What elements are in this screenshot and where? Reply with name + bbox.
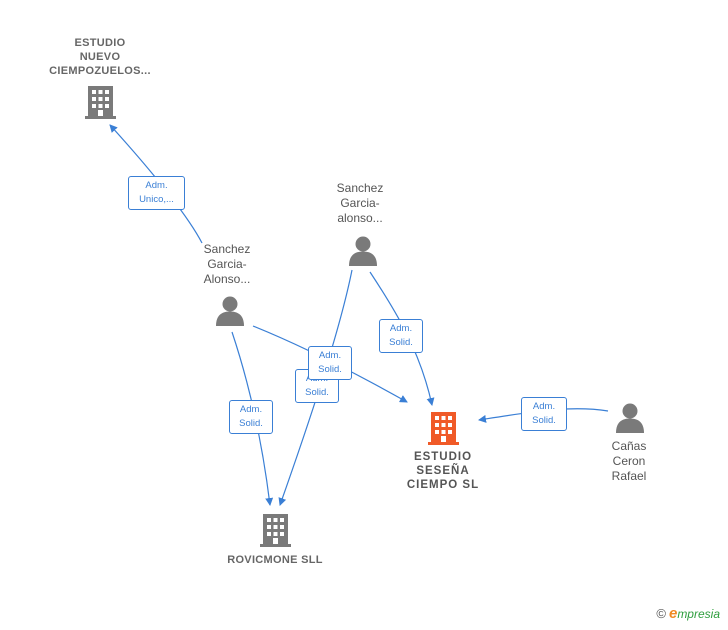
company-label-rovicmone[interactable]: ROVICMONE SLL: [227, 554, 323, 566]
building-icon[interactable]: [85, 86, 116, 119]
edge-label-e3[interactable]: Adm. Solid.: [308, 346, 352, 380]
edge-label-e1[interactable]: Adm. Unico,...: [128, 176, 185, 210]
edge-label-e2[interactable]: Adm. Solid.: [229, 400, 273, 434]
brand-footer: ©empresia: [656, 605, 720, 622]
brand-logo-initial: e: [668, 605, 678, 622]
company-label-estudio-nuevo[interactable]: ESTUDIO NUEVO CIEMPOZUELOS...: [49, 37, 151, 77]
company-label-estudio-sesena[interactable]: ESTUDIO SESEÑA CIEMPO SL: [406, 451, 480, 491]
building-icon[interactable]: [260, 514, 291, 547]
edge-label-e6[interactable]: Adm. Solid.: [521, 397, 567, 431]
person-label-canas[interactable]: Cañas Ceron Rafael: [611, 439, 647, 483]
edge-label-e5[interactable]: Adm. Solid.: [379, 319, 423, 353]
person-icon[interactable]: [349, 236, 377, 267]
brand-logo-text: mpresia: [677, 607, 720, 621]
person-label-sanchez-a[interactable]: Sanchez Garcia- Alonso...: [203, 242, 251, 286]
person-icon[interactable]: [616, 403, 644, 434]
person-label-sanchez-b[interactable]: Sanchez Garcia- alonso...: [336, 181, 384, 225]
person-icon[interactable]: [216, 296, 244, 327]
copyright-symbol: ©: [656, 606, 666, 621]
building-icon-focus[interactable]: [428, 412, 459, 445]
